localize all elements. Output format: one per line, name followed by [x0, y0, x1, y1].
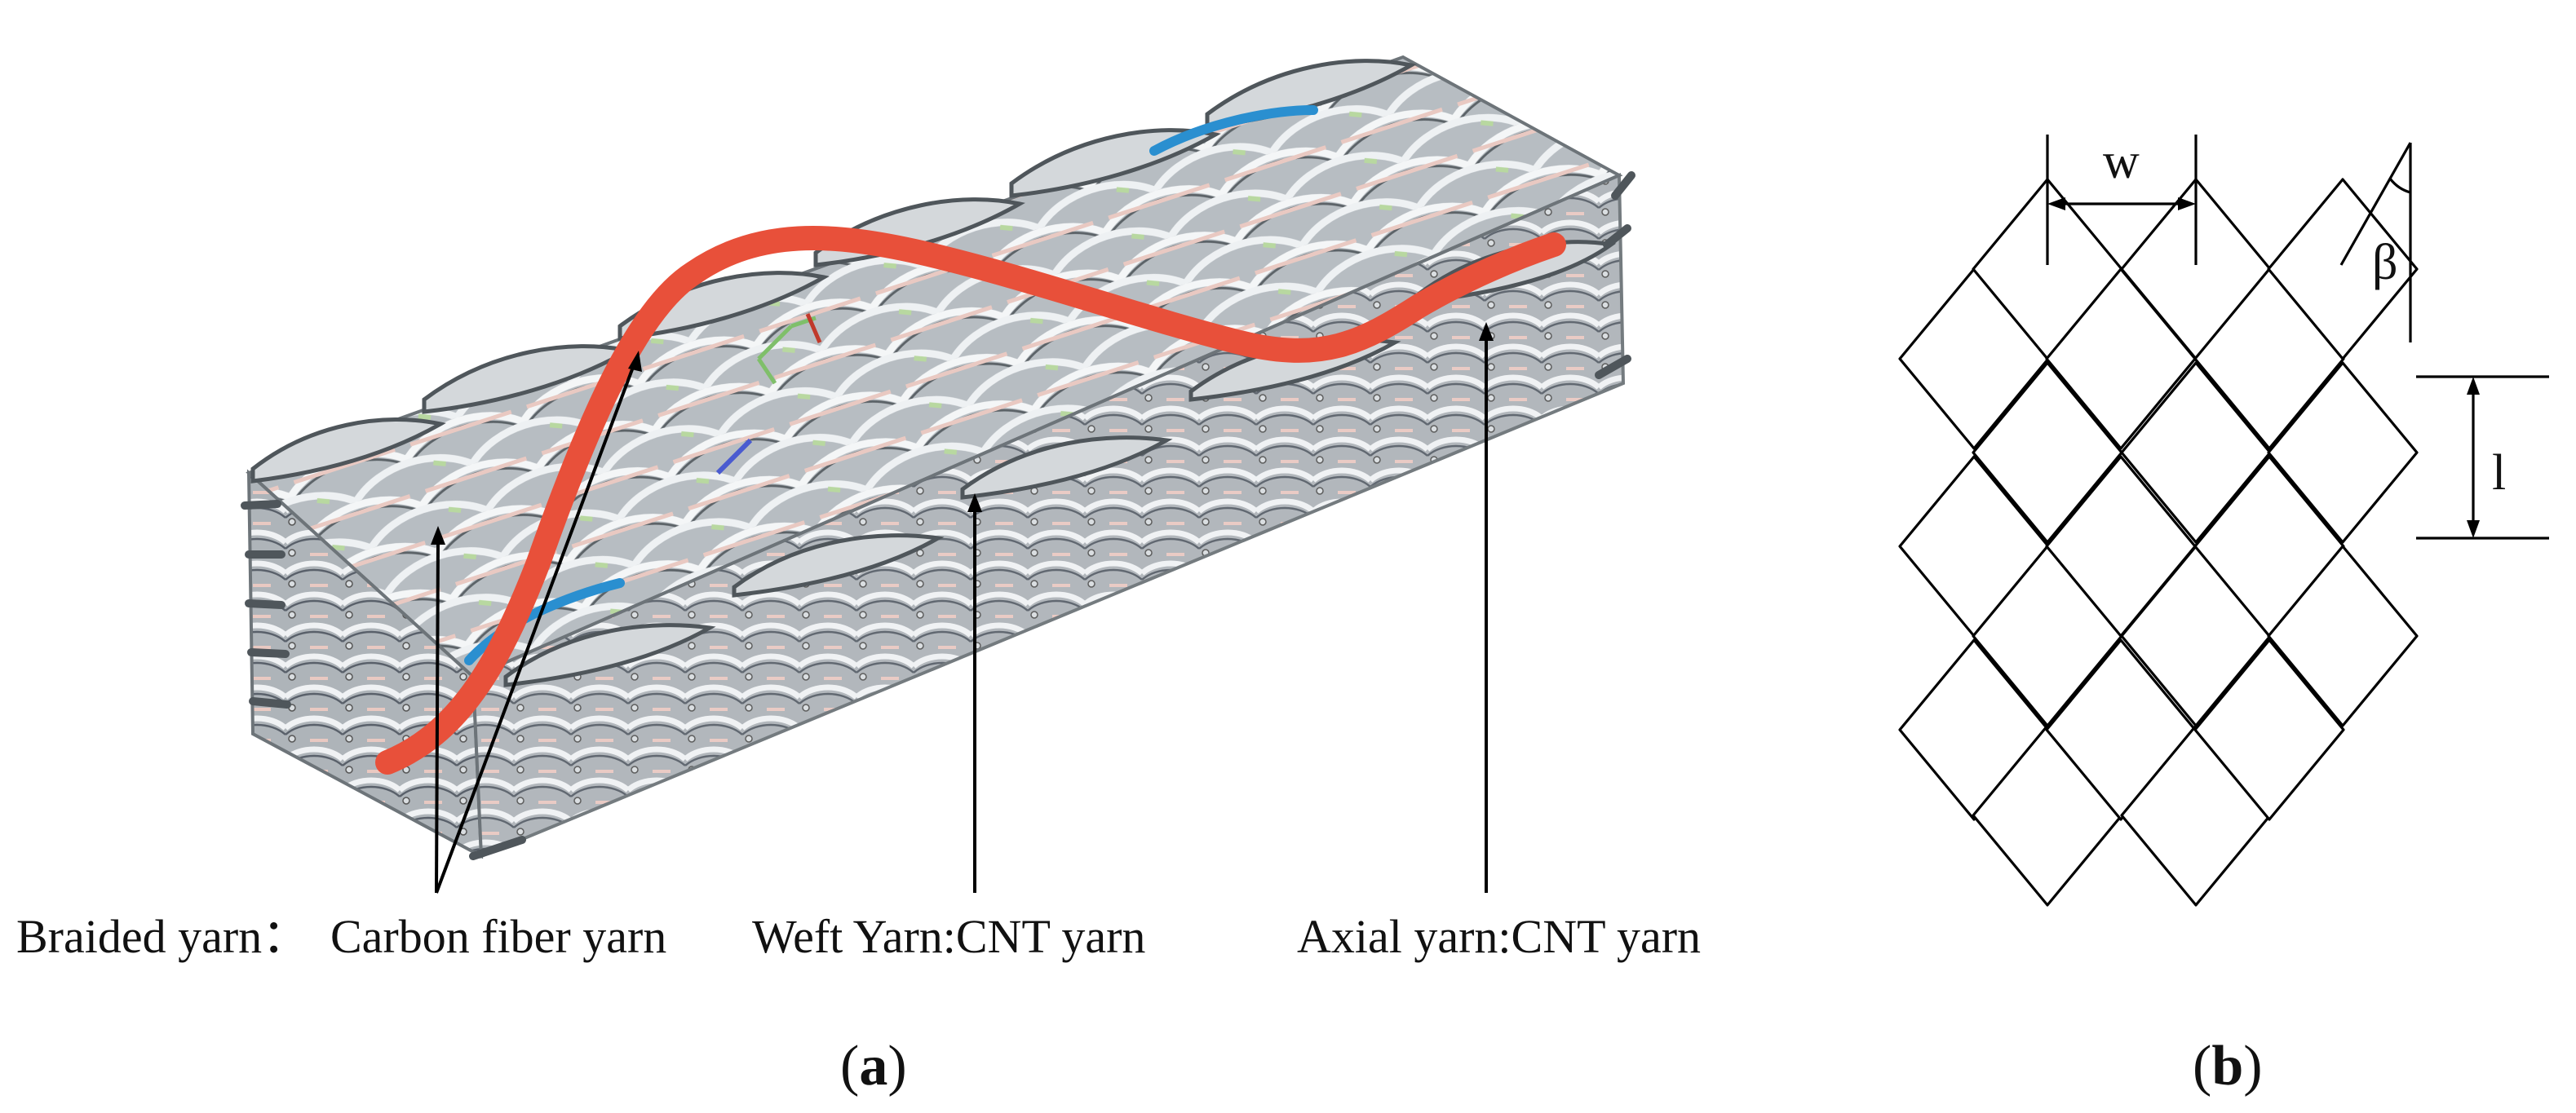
sublabel-b-open: ( [2193, 1035, 2211, 1098]
yarn-end [247, 648, 290, 658]
label-w: w [2103, 134, 2140, 189]
w-arrow-left [2047, 197, 2065, 210]
yarn-end [249, 697, 291, 709]
yarn-end [245, 599, 285, 609]
rhombus-cell [2267, 178, 2419, 360]
yarn-end [469, 836, 526, 860]
rhombus-cell [2267, 361, 2419, 544]
sublabel-a-open: ( [840, 1035, 859, 1098]
leader-lines [431, 322, 1494, 894]
sublabel-a-letter: a [859, 1035, 887, 1098]
yarn-end [1595, 355, 1631, 379]
label-carbon-fiber-yarn: Carbon fiber yarn [330, 910, 666, 963]
beta-arc [2388, 178, 2411, 194]
label-braided-yarn: Braided yarn： [16, 910, 309, 963]
rhombus-cell [1972, 361, 2123, 544]
sublabel-a: (a) [840, 1035, 907, 1098]
rhombus-cell [2267, 545, 2419, 727]
blue-yarn-segment-left [464, 578, 625, 665]
label-weft-yarn: Weft Yarn:CNT yarn [752, 910, 1145, 963]
panel-b-rhombus-diagram: w β l (b) [1898, 134, 2549, 1098]
yarn-ends [241, 171, 1635, 860]
blue-yarn-segment-top [1149, 105, 1318, 156]
l-arrow-top [2467, 377, 2480, 395]
braided-yarn-lobe [503, 623, 716, 687]
sublabel-b-close: ) [2243, 1035, 2262, 1098]
yarn-end [241, 500, 281, 510]
braided-yarn-lobes [250, 59, 1617, 687]
w-arrow-right [2178, 197, 2196, 210]
axis-triad-red [805, 313, 822, 343]
leader-axial-arrow [1479, 322, 1494, 341]
sublabel-b: (b) [2193, 1035, 2263, 1098]
leader-carbon-fiber-yarn [435, 362, 636, 894]
rhombus-cell [2193, 638, 2345, 821]
panel-a-braided-preform [241, 55, 1635, 860]
braided-yarn-lobe [250, 417, 446, 484]
red-braided-yarn-path [375, 226, 1566, 775]
rhombus-grid [1898, 178, 2419, 907]
yarn-end [1603, 224, 1631, 249]
yarn-end [1611, 171, 1635, 200]
sublabel-b-letter: b [2211, 1035, 2243, 1098]
leader-braided-yarn [435, 537, 440, 894]
panel-a-labels: Braided yarn： Carbon fiber yarn Weft Yar… [16, 910, 1701, 1098]
leader-weft-arrow [967, 493, 982, 512]
braided-yarn-lobe [960, 435, 1173, 500]
rhombus-cell [2120, 361, 2272, 544]
sublabel-a-close: ) [887, 1035, 906, 1098]
leader-braided-arrow [431, 526, 445, 545]
beta-slant-line [2339, 142, 2412, 266]
label-l: l [2492, 445, 2506, 501]
blue-axis-marker [715, 438, 753, 475]
leader-carbon-arrow [628, 351, 642, 372]
label-axial-yarn: Axial yarn:CNT yarn [1297, 910, 1701, 963]
braided-yarn-lobe [732, 533, 945, 598]
l-arrow-bottom [2467, 520, 2480, 538]
label-beta: β [2372, 235, 2398, 290]
